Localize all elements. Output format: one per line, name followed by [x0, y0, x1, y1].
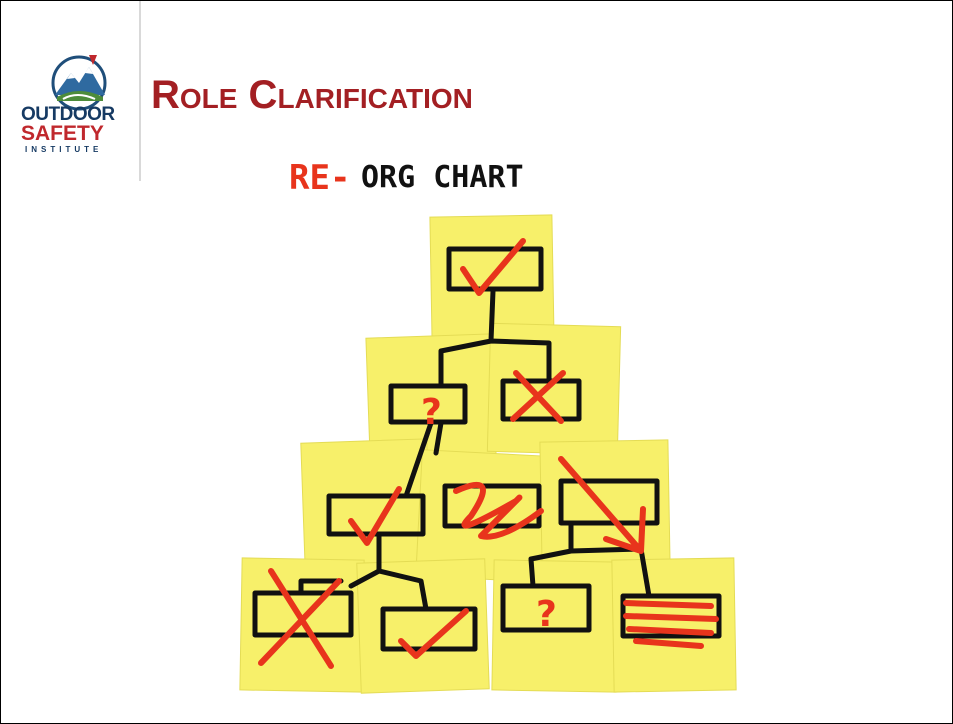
outdoor-safety-institute-logo: OUTDOOR SAFETY INSTITUTE: [15, 47, 143, 175]
box-top: [446, 246, 544, 292]
mountain-compass-icon: [51, 55, 107, 111]
x-mark-row4: [258, 568, 342, 669]
question-mark-row2: ?: [421, 392, 442, 433]
arrow-down: [558, 456, 646, 554]
scribble-row3: [453, 481, 544, 540]
org-chart-lines: [252, 246, 722, 652]
logo-text-outdoor: OUTDOOR: [21, 104, 115, 125]
checkmark-row3: [348, 486, 402, 546]
note-row3-a: [300, 438, 432, 572]
heading-re: RE-: [289, 158, 350, 198]
note-row4-b: [356, 558, 490, 694]
note-row4-d: [611, 557, 737, 693]
reorg-chart-illustration: RE- ORG CHART: [239, 158, 737, 694]
scribble-row4: [623, 600, 719, 649]
logo-text-safety: SAFETY: [21, 122, 104, 145]
heading-org-chart: ORG CHART: [361, 160, 524, 195]
logo-text-institute: INSTITUTE: [25, 145, 103, 154]
checkmark-row4: [398, 608, 469, 659]
slide-title: Role Clarification: [151, 73, 473, 117]
x-mark-row2: [510, 370, 566, 424]
question-mark-row4: ?: [536, 594, 557, 635]
sidebar-divider: [139, 1, 141, 181]
checkmark-top: [460, 238, 526, 296]
red-marker-marks: [258, 238, 719, 669]
